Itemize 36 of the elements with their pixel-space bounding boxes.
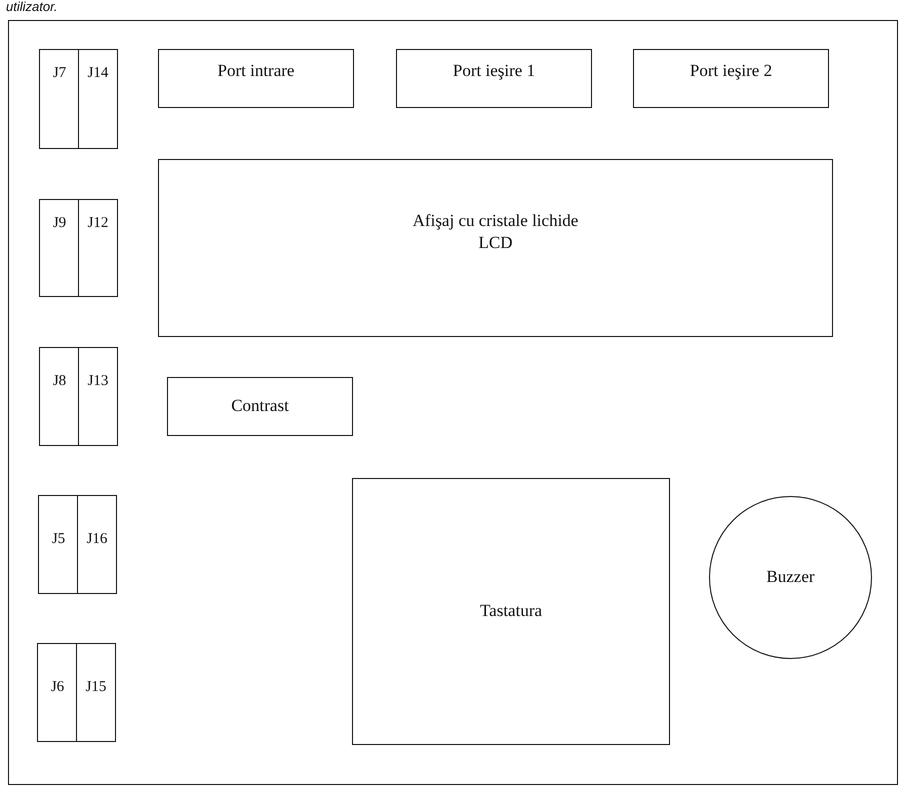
component-label: Port ieşire 2 <box>690 60 772 82</box>
component-box <box>167 377 353 436</box>
component-box <box>633 49 829 108</box>
component-label: Tastatura <box>480 600 542 622</box>
component-label: Port ieşire 1 <box>452 60 536 82</box>
component-box <box>158 49 354 108</box>
board-outline <box>8 20 898 785</box>
component-label: J7 <box>52 64 66 83</box>
component-box <box>39 347 80 446</box>
component-box <box>76 643 116 742</box>
component-box <box>78 49 118 149</box>
component-box <box>38 495 79 594</box>
component-label: LCD <box>478 232 512 254</box>
component-label: Contrast <box>231 395 289 418</box>
component-label: Afişaj cu cristale lichide <box>412 210 578 232</box>
component-box <box>78 347 118 446</box>
component-label: J8 <box>52 372 66 391</box>
component-label: J6 <box>50 678 64 697</box>
component-box <box>158 159 833 337</box>
component-label: J12 <box>88 214 108 233</box>
component-label: J13 <box>88 372 108 391</box>
component-label: J15 <box>86 678 106 697</box>
component-box <box>37 643 78 742</box>
component-label: J16 <box>86 530 108 549</box>
component-label: Port intrare <box>218 60 294 82</box>
component-label: J14 <box>88 64 108 83</box>
component-box <box>39 199 80 297</box>
component-label: J5 <box>52 530 66 549</box>
component-box <box>352 478 670 745</box>
component-box <box>77 495 117 594</box>
note-text: utilizator. <box>6 0 58 14</box>
component-box <box>39 49 80 149</box>
component-box <box>78 199 118 297</box>
component-box <box>396 49 592 108</box>
component-label: J9 <box>52 214 66 233</box>
component-label: Buzzer <box>766 566 815 588</box>
